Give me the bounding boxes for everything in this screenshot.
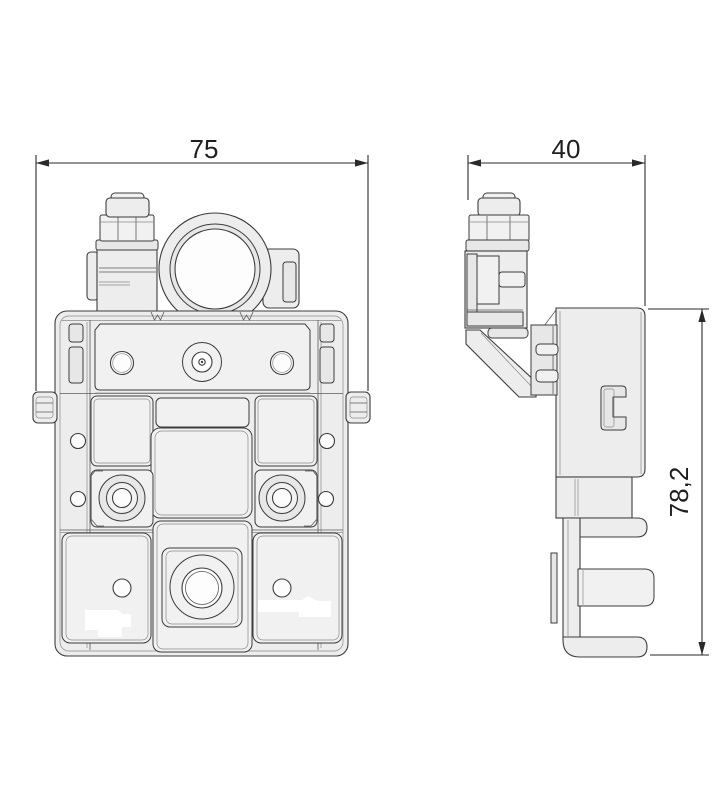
top-panel-hole-left xyxy=(109,350,135,376)
central-notch xyxy=(155,397,250,428)
side-pin-upper xyxy=(535,343,559,356)
angled-bracket xyxy=(465,329,537,398)
mid-panel-left xyxy=(90,395,154,467)
side-bolt-cap xyxy=(477,197,521,217)
bottom-hole-left xyxy=(112,578,132,598)
dim-side-depth: 40 xyxy=(467,134,646,306)
clamp-ring-hole xyxy=(174,228,256,310)
mid-panel-right xyxy=(254,395,318,467)
spine-plate xyxy=(550,552,558,624)
erased-area-right xyxy=(258,596,331,617)
dim-side-height: 78,2 xyxy=(648,308,709,656)
side-bolt-washer xyxy=(465,239,530,252)
bottom-hole-right xyxy=(272,578,292,598)
bolt-cap xyxy=(105,197,150,218)
dim-side-height-label: 78,2 xyxy=(664,467,694,518)
top-panel-hole-right xyxy=(269,350,295,376)
side-block-recess xyxy=(555,476,633,519)
hex-nut xyxy=(99,214,155,242)
bottom-panel-right xyxy=(252,532,343,644)
side-body xyxy=(530,307,655,658)
finger-middle xyxy=(577,568,655,607)
side-clamp-lip xyxy=(487,327,529,339)
front-view: 75 xyxy=(32,134,371,657)
finger-top xyxy=(569,517,648,538)
side-tab-left xyxy=(32,391,58,424)
top-notch-left xyxy=(150,311,165,321)
side-view: 40 xyxy=(464,134,709,658)
bolt-column xyxy=(96,248,158,313)
front-clamp-assembly xyxy=(86,192,300,326)
central-tab xyxy=(150,427,253,519)
dim-front-width-label: 75 xyxy=(190,134,219,164)
finger-bottom xyxy=(562,636,648,658)
dim-side-depth-label: 40 xyxy=(552,134,581,164)
erased-area-left xyxy=(85,610,131,637)
dim-front-width: 75 xyxy=(35,134,369,391)
c-clip-feature xyxy=(600,385,627,431)
front-body xyxy=(32,310,371,657)
side-hex-nut xyxy=(468,214,530,242)
center-boss-hole xyxy=(181,567,223,609)
side-clamp-assembly xyxy=(464,192,537,398)
side-tab-right xyxy=(345,391,371,424)
top-notch-right xyxy=(239,311,254,321)
side-pin-lower xyxy=(535,369,559,383)
spine xyxy=(562,517,581,638)
